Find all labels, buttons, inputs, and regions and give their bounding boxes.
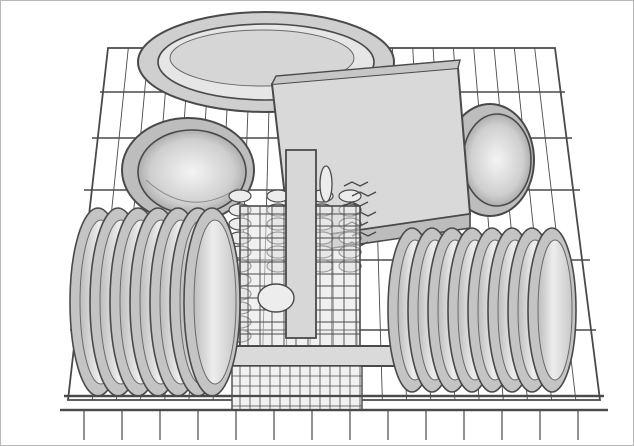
right-plate-stack — [387, 227, 577, 393]
left-serving-bowl — [121, 117, 255, 223]
basket-front-rim — [60, 394, 608, 412]
cutlery-basket — [225, 149, 415, 411]
right-serving-bowl — [445, 103, 535, 217]
left-plate-stack — [69, 207, 241, 397]
